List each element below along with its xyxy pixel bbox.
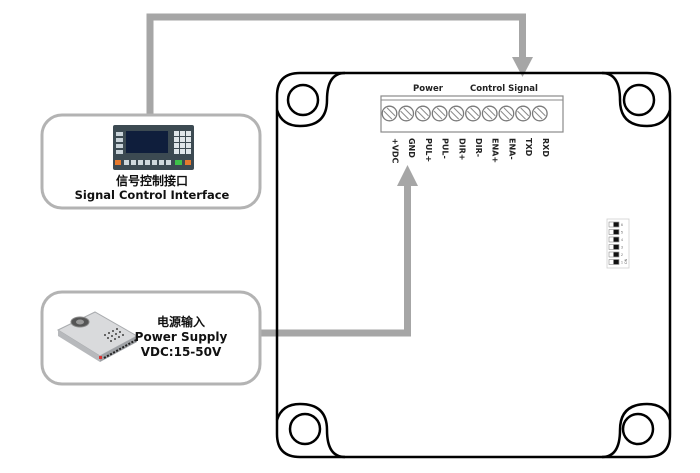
- terminal-block: [380, 95, 564, 133]
- terminal-screw: [431, 105, 448, 122]
- terminal-label: TXD: [524, 138, 533, 157]
- terminal-screw: [465, 105, 481, 122]
- dip-switch-label: 4: [621, 238, 623, 242]
- signal-card-title-cn: 信号控制接口: [116, 173, 188, 188]
- dip-switch-toggle[interactable]: 6: [608, 221, 623, 228]
- dip-switch-label: 6: [621, 223, 623, 227]
- power-connector-arrow: [260, 165, 418, 337]
- terminal-screw: [448, 105, 465, 122]
- terminal-label: +VDC: [391, 138, 400, 164]
- terminal-labels: +VDC GND PUL+ PUL- DIR+ DIR- ENA+ ENA- TXD RXD: [391, 138, 550, 164]
- terminal-label: PUL-: [441, 138, 450, 159]
- mounting-hole-top-left: [286, 83, 320, 117]
- terminal-label: DIR-: [474, 138, 483, 157]
- power-supply-icon: [56, 311, 139, 362]
- power-card-spec: VDC:15-50V: [141, 345, 222, 359]
- power-supply-card: 电源输入 Power Supply VDC:15-50V: [40, 290, 262, 386]
- dip-switch-toggle[interactable]: 1: [608, 259, 623, 265]
- mounting-hole-bottom-left: [288, 412, 322, 446]
- terminal-label: GND: [407, 138, 416, 158]
- terminal-screw: [481, 105, 498, 122]
- power-card-title-cn: 电源输入: [157, 314, 205, 329]
- terminal-screw: [498, 105, 515, 122]
- mounting-hole-top-right: [622, 83, 656, 117]
- terminal-label: ENA-: [507, 138, 516, 160]
- terminal-screw: [414, 105, 431, 122]
- dip-switch-label: 5: [621, 231, 623, 235]
- terminal-screw: [531, 105, 548, 122]
- terminal-label: RXD: [541, 138, 550, 157]
- terminal-label: DIR+: [457, 138, 466, 160]
- terminal-screw: [398, 105, 415, 122]
- signal-interface-card: 信号控制接口 Signal Control Interface: [40, 113, 262, 210]
- terminal-label: ENA+: [491, 138, 500, 163]
- dip-switch-toggle[interactable]: 3: [608, 244, 623, 250]
- controller-hmi-icon: [113, 125, 194, 170]
- signal-connector-arrow: [146, 13, 533, 115]
- dip-switch-toggle[interactable]: 2: [608, 251, 623, 258]
- terminal-screw: [515, 105, 532, 122]
- terminal-label: PUL+: [424, 138, 433, 162]
- dip-on-label: ON: [624, 258, 628, 264]
- control-signal-group-label: Control Signal: [470, 84, 538, 94]
- driver-board: [275, 71, 672, 459]
- dip-switch-label: 2: [621, 253, 623, 257]
- power-card-title-en: Power Supply: [135, 330, 228, 344]
- dip-switch-toggle[interactable]: 5: [608, 229, 623, 235]
- mounting-hole-bottom-right: [621, 412, 655, 446]
- dip-switch[interactable]: 6 5 4 3 2 1 ON: [606, 218, 630, 269]
- terminal-screw: [381, 105, 398, 122]
- dip-switch-toggle[interactable]: 4: [608, 236, 623, 243]
- dip-switch-label: 3: [621, 246, 623, 250]
- power-group-label: Power: [413, 84, 444, 94]
- dip-switch-label: 1: [621, 261, 623, 265]
- signal-card-title-en: Signal Control Interface: [75, 188, 230, 202]
